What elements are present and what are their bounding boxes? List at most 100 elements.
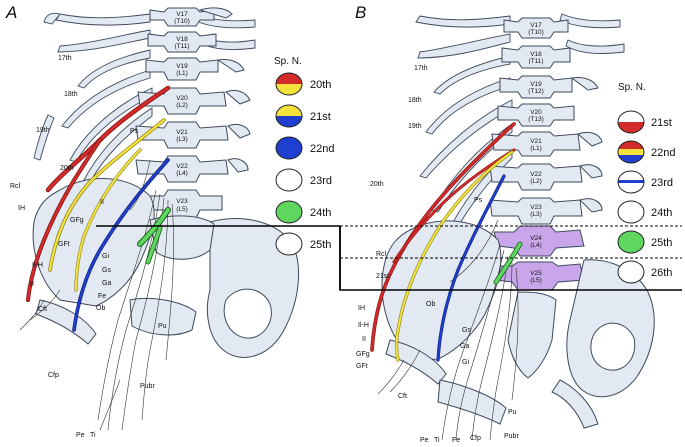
label-cft: Cft	[38, 306, 47, 313]
vertebra-sublabel: (L1)	[176, 70, 188, 77]
label-pu: Pu	[508, 409, 517, 416]
vertebra-label: V21	[530, 138, 542, 145]
label-pubr: Pubr	[504, 433, 519, 440]
label-cfp: Cfp	[470, 435, 481, 442]
legend-swatch-outline	[275, 168, 303, 192]
legend-swatch	[618, 261, 644, 283]
panel-b: B	[339, 3, 682, 444]
label-gi: Gi	[102, 253, 109, 260]
vertebra-label: V20	[176, 95, 188, 102]
legend-label: 26th	[651, 267, 672, 279]
legend-swatch	[276, 137, 302, 159]
legend-label: 24th	[651, 207, 672, 219]
label-gi: Gi	[462, 359, 469, 366]
legend-swatch	[276, 73, 302, 95]
legend-swatch	[618, 111, 644, 133]
label-21st: 21st	[376, 273, 389, 280]
label-18th: 18th	[64, 91, 78, 98]
label-gs: Gs	[102, 267, 111, 274]
legend-swatch	[276, 105, 302, 127]
label-ob: Ob	[426, 301, 435, 308]
legend-label: 23rd	[310, 175, 332, 187]
vertebra-label: V18	[530, 51, 542, 58]
legend-swatch-outline	[617, 110, 645, 134]
label-ii: II	[362, 336, 366, 343]
vertebra-sublabel: (L5)	[530, 277, 542, 284]
label-pubr: Pubr	[140, 383, 155, 390]
label-fe: Fe	[452, 437, 460, 444]
label-gft: GFt	[356, 363, 368, 370]
legend-swatch-outline	[275, 136, 303, 160]
legend-swatch	[276, 201, 302, 223]
label-gs: Gs	[462, 327, 471, 334]
vertebra-sublabel: (L4)	[530, 242, 542, 249]
label-20th: 20th	[370, 181, 384, 188]
vertebra-sublabel: (L3)	[530, 211, 542, 218]
vertebra-label: V21	[176, 129, 188, 136]
legend-label: 23rd	[651, 177, 673, 189]
label-19th: 19th	[36, 127, 50, 134]
legend-swatch-outline	[275, 72, 303, 96]
legend-swatch-outline	[617, 170, 645, 194]
label-ti: Ti	[90, 432, 96, 439]
legend-swatch	[618, 201, 644, 223]
legend-swatch-outline	[617, 140, 645, 164]
panel-a-pelvis	[32, 178, 300, 358]
label-ih: IH	[358, 305, 365, 312]
legend-swatch-outline	[617, 200, 645, 224]
panel-a-spine	[135, 7, 251, 219]
vertebra-label: V25	[530, 270, 542, 277]
legend-swatch	[618, 231, 644, 253]
label-pe: Pe	[420, 437, 429, 444]
label-ti: Ti	[434, 437, 440, 444]
vertebra-sublabel: (L2)	[176, 102, 188, 109]
legend-swatch	[276, 233, 302, 255]
label-gft: GFt	[58, 241, 70, 248]
vertebra-label: V24	[530, 235, 542, 242]
vertebra-sublabel: (L1)	[530, 145, 542, 152]
label-17th: 17th	[414, 65, 428, 72]
vertebra-sublabel: (T11)	[174, 43, 189, 50]
label-ih: IH	[18, 205, 25, 212]
panel-a-letter: A	[5, 3, 17, 22]
vertebra-label: V20	[530, 109, 542, 116]
label-cfp: Cfp	[48, 372, 59, 379]
label-ga: Ga	[102, 280, 111, 287]
legend-swatch	[618, 141, 644, 163]
legend-swatch-outline	[617, 230, 645, 254]
vertebra-label: V18	[176, 36, 188, 43]
legend-label: 24th	[310, 207, 331, 219]
label-ps: Ps	[474, 197, 483, 204]
legend-label: 22nd	[651, 147, 675, 159]
panel-a-labels: 17th 18th 19th 20th Ps Rcl IH GFg GFt Il…	[10, 55, 167, 439]
label-ob: Ob	[96, 305, 105, 312]
legend-heading: Sp. N.	[274, 56, 302, 67]
label-ii-2: II	[100, 199, 104, 206]
legend-swatch	[276, 169, 302, 191]
panel-a-colored-nerves	[26, 85, 171, 332]
legend-label: 22nd	[310, 143, 334, 155]
panel-b-letter: B	[355, 3, 366, 22]
vertebra-label: V22	[176, 163, 188, 170]
vertebra-label: V19	[176, 63, 188, 70]
panel-b-highlight-box	[339, 225, 682, 291]
legend-swatch	[618, 171, 644, 193]
label-gfg: GFg	[356, 351, 370, 358]
vertebra-sublabel: (L2)	[530, 178, 542, 185]
label-19th: 19th	[408, 123, 422, 130]
label-ga: Ga	[460, 343, 469, 350]
vertebra-label: V19	[530, 81, 542, 88]
panel-b-vertebra-labels: V17 (T10) V18 (T11) V19 (T12) V20 (T13) …	[528, 22, 544, 284]
vertebra-sublabel: (L5)	[176, 206, 188, 213]
vertebra-sublabel: (T12)	[528, 88, 544, 95]
vertebra-label: V23	[530, 204, 542, 211]
label-gfg: GFg	[70, 217, 84, 224]
vertebra-label: V22	[530, 171, 542, 178]
legend-heading: Sp. N.	[618, 82, 646, 93]
panel-b-colored-nerves	[370, 122, 523, 362]
label-cft: Cft	[398, 393, 407, 400]
vertebra-sublabel: (L4)	[176, 170, 188, 177]
